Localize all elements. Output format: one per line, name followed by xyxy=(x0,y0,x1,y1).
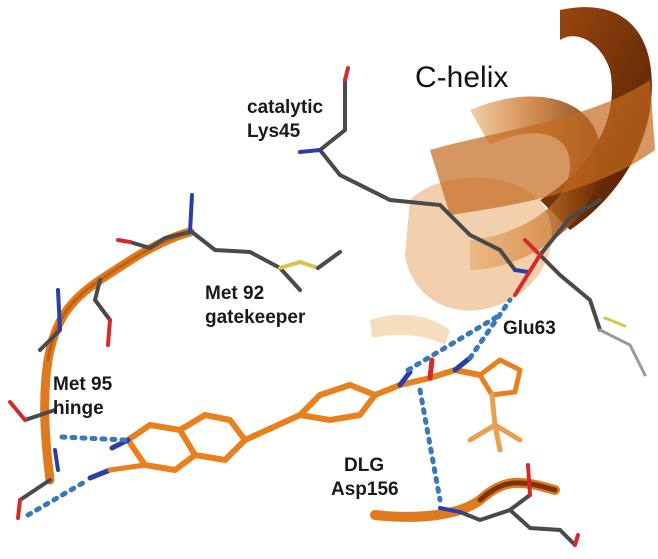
hbond-hinge-upper xyxy=(59,434,128,443)
ligand-ring-2 xyxy=(178,412,248,463)
met92-label-line2: gatekeeper xyxy=(205,307,306,328)
helix-turn-back xyxy=(540,7,652,231)
lys45-carbons xyxy=(317,78,517,272)
c-helix-label: C-helix xyxy=(415,61,509,94)
ligand-molecule xyxy=(87,355,523,481)
hydrogen-bonds xyxy=(25,297,513,518)
glu63-label: Glu63 xyxy=(503,318,556,339)
c-helix-cartoon xyxy=(370,7,655,345)
glu63-sidechain xyxy=(513,198,647,377)
hinge-ribbon-shade xyxy=(46,230,192,362)
glu63-tail xyxy=(598,328,647,377)
ligand-tbutyl xyxy=(467,392,523,453)
ligand-urea xyxy=(372,366,483,398)
dlg-oxygens xyxy=(526,463,580,547)
ligand-ring-3 xyxy=(297,382,378,423)
helix-turn-front xyxy=(405,177,552,311)
hinge-ribbon xyxy=(8,193,195,520)
hbond-glu63-2 xyxy=(467,297,513,361)
ligand-linker xyxy=(242,412,303,443)
met92-sulfur xyxy=(278,259,320,270)
hinge-oxygens xyxy=(8,238,132,520)
ligand-hinge-n xyxy=(87,437,131,481)
hbond-hinge-lower xyxy=(25,477,91,518)
ligand-isoxazole xyxy=(477,357,523,398)
dlg-ribbon-shade xyxy=(477,480,558,503)
met92-carbons xyxy=(190,230,302,292)
lys45-oxygen xyxy=(343,66,350,82)
lys45-sidechain xyxy=(298,66,530,274)
lys45-label-line2: Lys45 xyxy=(247,121,301,142)
met92-label-line1: Met 92 xyxy=(205,283,265,304)
met95-label-line2: hinge xyxy=(53,398,104,419)
dlg-label-line1: DLG xyxy=(344,455,385,476)
glu63-carbons xyxy=(538,198,602,332)
ligand-amine xyxy=(107,462,148,473)
dlg-ribbon xyxy=(370,463,580,547)
hinge-nitrogens xyxy=(53,193,194,472)
helix-band xyxy=(430,80,655,215)
met92-terminal xyxy=(316,250,342,270)
ligand-ring-1 xyxy=(125,422,198,473)
ligand-urea-o xyxy=(427,357,435,381)
hbond-glu63-1 xyxy=(405,312,503,373)
ligand-urea-n xyxy=(397,355,473,388)
hinge-backbone-sticks xyxy=(18,230,192,502)
dlg-sticks xyxy=(458,493,577,547)
met92-sidechain xyxy=(190,230,342,292)
hbond-asp156 xyxy=(417,387,443,503)
dlg-label-line2: Asp156 xyxy=(331,479,399,500)
glu63-oxygens xyxy=(513,238,542,297)
dlg-n xyxy=(438,506,462,514)
glu63-tail-s xyxy=(603,316,627,328)
lys45-label-line1: catalytic xyxy=(247,97,324,118)
lys45-n xyxy=(298,148,530,274)
met95-label-line1: Met 95 xyxy=(53,374,113,395)
helix-tail xyxy=(370,314,450,345)
